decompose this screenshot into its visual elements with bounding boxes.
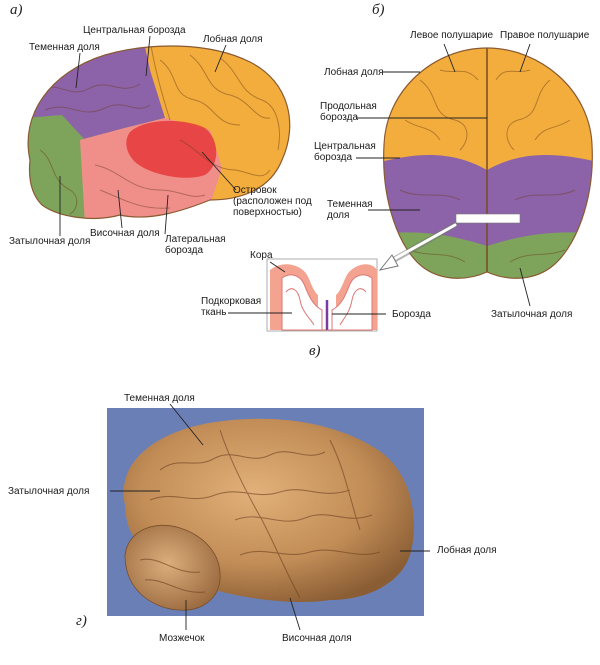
label-lateral-sulcus-1: Латеральная xyxy=(165,234,226,245)
label-longitudinal-1: Продольная xyxy=(320,101,377,112)
label-lateral-sulcus-2: борозда xyxy=(165,245,203,256)
label-parietal-lobe-g: Теменная доля xyxy=(124,393,195,404)
label-insula-3: поверхностью) xyxy=(233,207,302,218)
label-subcortical-1: Подкорковая xyxy=(201,296,261,307)
label-insula-2: (расположен под xyxy=(233,196,312,207)
parietal-lobe-region xyxy=(0,0,165,140)
section-marker xyxy=(456,214,520,223)
label-right-hemisphere: Правое полушарие xyxy=(500,30,589,41)
lateral-brain-diagram xyxy=(0,0,320,260)
label-cortex: Кора xyxy=(250,250,273,261)
brain-photo xyxy=(107,408,424,616)
label-frontal-lobe-a: Лобная доля xyxy=(203,34,263,45)
panel-label-v: в) xyxy=(309,343,321,360)
panel-label-g: г) xyxy=(76,613,87,630)
panel-label-a: а) xyxy=(10,2,23,19)
label-central-sulcus-a: Центральная борозда xyxy=(83,25,186,36)
label-frontal-lobe-g: Лобная доля xyxy=(437,545,497,556)
label-occipital-lobe-b: Затылочная доля xyxy=(491,309,572,320)
label-frontal-lobe-b: Лобная доля xyxy=(324,67,384,78)
label-subcortical-2: ткань xyxy=(201,307,226,318)
label-insula-1: Островок xyxy=(233,185,277,196)
label-cerebellum: Мозжечок xyxy=(159,633,205,644)
label-parietal-2: доля xyxy=(327,210,349,221)
panel-label-b: б) xyxy=(372,2,385,19)
label-central-1: Центральная xyxy=(314,141,376,152)
label-left-hemisphere: Левое полушарие xyxy=(410,30,493,41)
label-occipital-lobe-a: Затылочная доля xyxy=(9,236,90,247)
label-longitudinal-2: борозда xyxy=(320,112,358,123)
label-temporal-lobe-g: Височная доля xyxy=(282,633,352,644)
label-occipital-lobe-g: Затылочная доля xyxy=(8,486,89,497)
label-parietal-lobe-a: Теменная доля xyxy=(29,42,100,53)
label-central-2: борозда xyxy=(314,152,352,163)
label-parietal-1: Теменная xyxy=(327,199,373,210)
label-temporal-lobe-a: Височная доля xyxy=(90,228,160,239)
label-sulcus: Борозда xyxy=(392,309,431,320)
cortex-cross-section xyxy=(267,259,377,331)
